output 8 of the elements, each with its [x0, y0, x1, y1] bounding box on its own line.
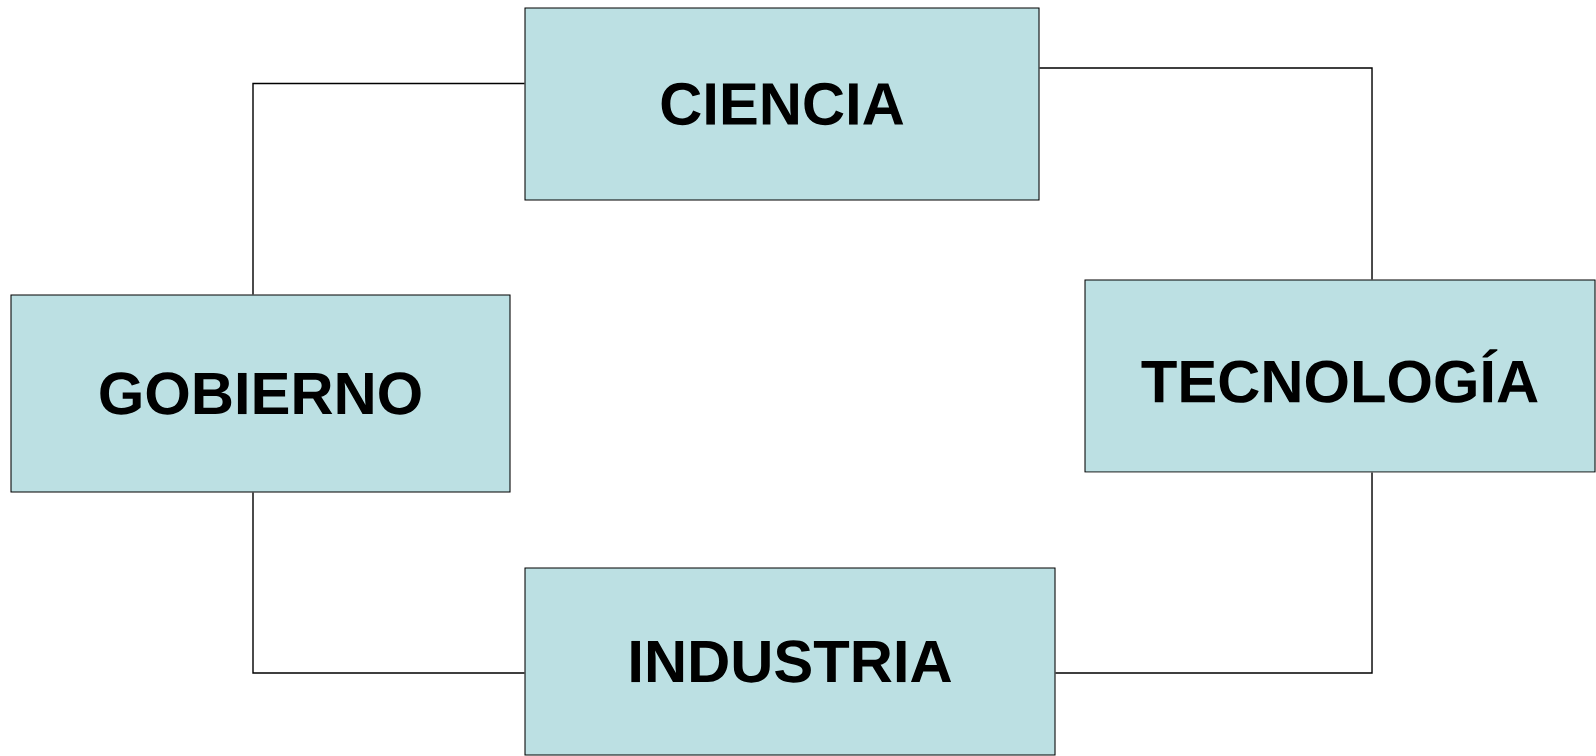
process-box: INDUSTRIA [524, 567, 1056, 756]
connector-line [252, 82, 526, 296]
connector-line [1054, 471, 1373, 674]
process-box: CIENCIA [524, 7, 1040, 201]
connector-line [1038, 67, 1373, 281]
connector-line [252, 491, 526, 674]
process-box: TECNOLOGÍA [1084, 279, 1596, 473]
process-box: GOBIERNO [10, 294, 511, 493]
